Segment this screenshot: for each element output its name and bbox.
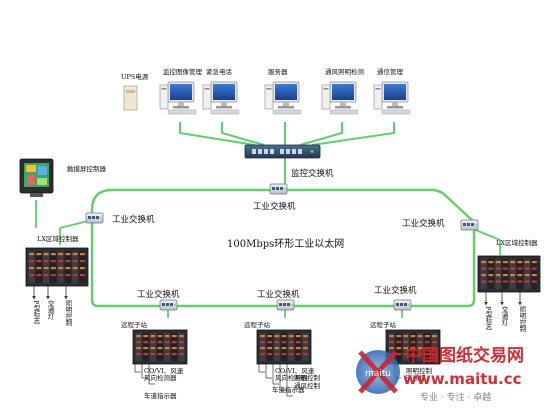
touch-panel: 触摸屏控制器 (19, 158, 107, 197)
industrial-switch-label: 工业交换机 (137, 289, 180, 300)
pc-label: 通风照明检测 (325, 67, 365, 76)
industrial-switch-label: 工业交换机 (253, 201, 296, 212)
ethernet-ring (90, 188, 476, 308)
ring-label: 100Mbps环形工业以太网 (227, 237, 344, 250)
industrial-switch: 工业交换机 (257, 289, 300, 311)
station-title: 远程子站 (370, 320, 397, 329)
station-title: 远程子站 (244, 320, 271, 329)
watermark-url: www.maitu.cc (403, 370, 522, 388)
workstation-pc: 通信管理 (373, 67, 411, 115)
sensor-label: 风向检测器 (275, 373, 308, 382)
right-cabinet-title: LX区域控制器 (496, 238, 538, 247)
monitor-switch: 监控交换机 (244, 144, 334, 179)
industrial-switch: 工业交换机 (137, 289, 180, 311)
ups-unit: UPS电源 (121, 72, 149, 111)
remote-substation: 远程子站 (244, 320, 312, 397)
cabinet-output-label: 照明控制 (64, 300, 72, 328)
remote-substations: 远程子站远程子站远程子站CO/VI、风速风向检测器车道指示器CO/VI、风速风向… (121, 320, 441, 400)
cabinet-output-label: 交通灯 (46, 299, 54, 321)
pc-network-links (179, 122, 395, 184)
industrial-switch: 工业交换机 (253, 183, 296, 212)
touch-panel-label: 触摸屏控制器 (67, 164, 107, 173)
watermark-logo-text: maitu (365, 369, 391, 379)
cabinet-frame (477, 255, 541, 293)
cabinet-frame (25, 247, 89, 287)
workstation-group: 监控图像管理紧急电话 服务器 通风照明检测 通信管理 (159, 67, 411, 115)
sensor-label: CO/VI、风速 (144, 367, 184, 375)
workstation-pc: 通风照明检测 (321, 67, 365, 115)
sensor-label: 照明控制 (406, 366, 433, 375)
industrial-switches: 工业交换机工业交换机工业交换机工业交换机工业交换机工业交换机 (85, 183, 479, 311)
sensor-label: 风向检测器 (144, 373, 177, 382)
sensor-label: 通风控制 (294, 381, 321, 390)
pc-label: 通信管理 (377, 67, 404, 76)
sensor-label: 交通灯 (406, 373, 426, 382)
pc-label: 监控图像管理 (163, 67, 203, 76)
station-title: 远程子站 (121, 320, 148, 329)
left-cabinet-title: LX区域控制器 (37, 234, 79, 243)
industrial-switch-label: 工业交换机 (402, 218, 445, 229)
industrial-switch-label: 工业交换机 (257, 289, 300, 300)
ups-label: UPS电源 (121, 72, 149, 81)
sensor-label: CO/VI、风速 (275, 367, 315, 375)
remote-substation: 远程子站 (121, 320, 188, 385)
sensor-label: 车道指示器 (272, 385, 305, 394)
sensor-label: 车道指示器 (144, 391, 177, 400)
workstation-pc: 服务器 (264, 67, 302, 115)
cabinet-output-label: P型标志 (484, 306, 492, 330)
watermark-title: 中国图纸交易网 (405, 345, 524, 366)
watermark-slogan: 专业 · 专注 · 卓越 (420, 391, 491, 403)
industrial-switch: 工业交换机 (85, 212, 155, 225)
pc-label: 紧急电话 (206, 67, 233, 76)
remote-substation: 远程子站 (370, 320, 441, 379)
workstation-pc: 监控图像管理 (159, 67, 203, 115)
left-area-controller: LX区域控制器 P型标志交通灯 照明控制 (25, 234, 89, 328)
cabinet-output-label: 交通灯 (500, 305, 508, 327)
sensor-label: 照明控制 (294, 373, 321, 382)
industrial-switch-label: 工业交换机 (374, 285, 417, 296)
industrial-switch: 工业交换机 (374, 285, 417, 311)
industrial-switch: 工业交换机 (402, 218, 479, 231)
cabinet-output-label: P型标志 (32, 300, 40, 324)
ring-outline (90, 188, 476, 308)
watermark: maitu 中国图纸交易网 www.maitu.cc 专业 · 专注 · 卓越 (356, 345, 524, 403)
pc-label: 服务器 (268, 67, 288, 76)
monitor-switch-label: 监控交换机 (291, 168, 334, 179)
branch-links (35, 200, 501, 318)
cabinet-output-label: 照明控制 (518, 306, 526, 334)
industrial-switch-label: 工业交换机 (112, 214, 155, 225)
workstation-pc: 紧急电话 (202, 67, 240, 115)
right-area-controller: LX区域控制器 P型标志交通灯 照明控制 (477, 238, 541, 334)
